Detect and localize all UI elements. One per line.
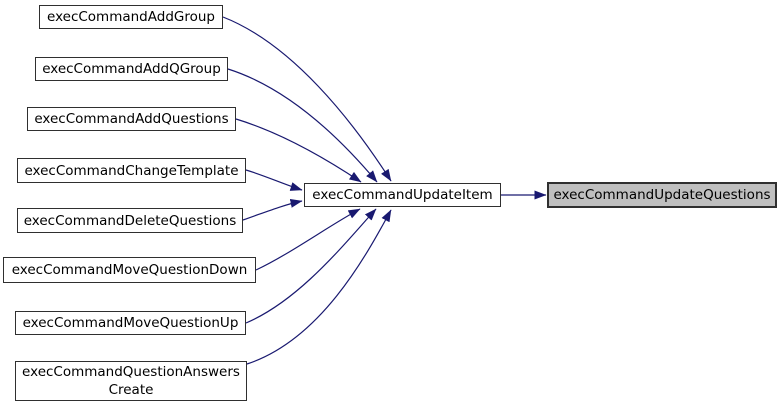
edge-add-group-to-update-item	[222, 16, 392, 182]
node-exec-command-add-questions[interactable]: execCommandAddQuestions	[27, 107, 236, 131]
edge-add-q-group-to-update-item	[227, 68, 378, 183]
node-exec-command-change-template[interactable]: execCommandChangeTemplate	[17, 158, 246, 183]
node-exec-command-question-answers-create[interactable]: execCommandQuestionAnswers Create	[15, 361, 247, 401]
node-exec-command-add-q-group[interactable]: execCommandAddQGroup	[35, 57, 228, 81]
node-exec-command-move-question-down[interactable]: execCommandMoveQuestionDown	[3, 257, 256, 283]
edge-question-answers-create-to-update-item	[246, 209, 392, 365]
node-exec-command-update-item[interactable]: execCommandUpdateItem	[304, 183, 501, 207]
node-exec-command-delete-questions[interactable]: execCommandDeleteQuestions	[17, 208, 243, 233]
edge-change-template-to-update-item	[245, 169, 303, 191]
edge-move-question-down-to-update-item	[255, 208, 361, 271]
edge-delete-questions-to-update-item	[242, 198, 303, 221]
node-exec-command-move-question-up[interactable]: execCommandMoveQuestionUp	[15, 311, 246, 335]
edge-group	[222, 16, 547, 365]
node-exec-command-update-questions: execCommandUpdateQuestions	[547, 182, 777, 208]
edge-add-questions-to-update-item	[235, 118, 362, 183]
node-exec-command-add-group[interactable]: execCommandAddGroup	[39, 5, 223, 29]
edge-move-question-up-to-update-item	[245, 208, 377, 324]
